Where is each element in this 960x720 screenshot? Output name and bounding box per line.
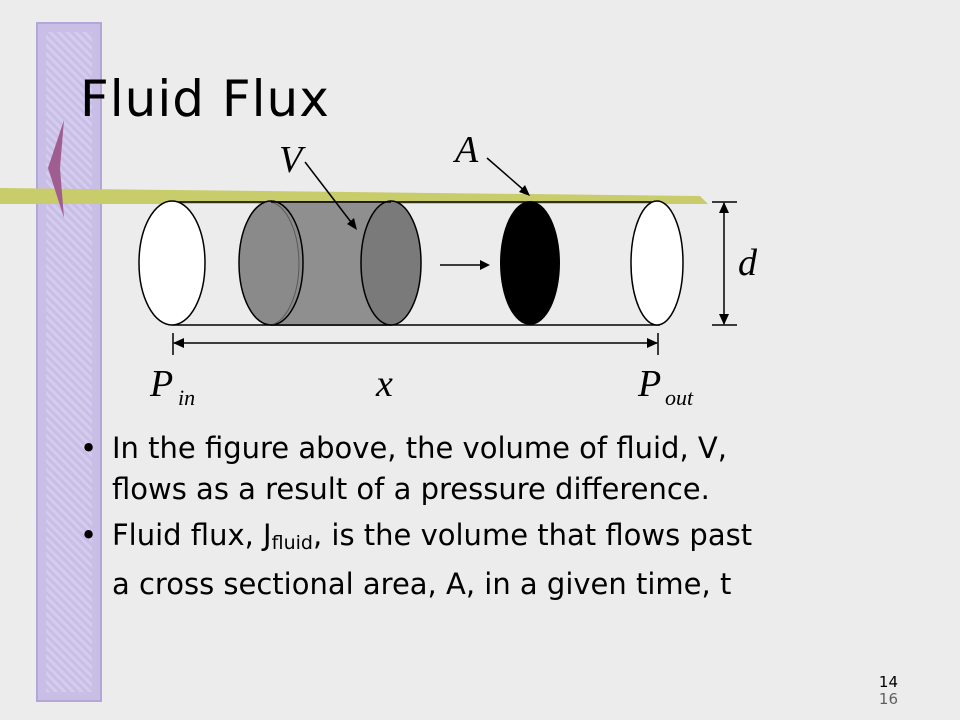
bullet-2-line-1: Fluid flux, Jfluid, is the volume that f…: [112, 515, 920, 564]
bullet-2-subscript: fluid: [271, 532, 313, 554]
bullet-1-line-1: In the figure above, the volume of fluid…: [112, 431, 727, 465]
bullet-item-1: • In the figure above, the volume of flu…: [80, 428, 920, 510]
bullet-marker: •: [80, 518, 98, 552]
left-bar-texture: [46, 32, 92, 692]
bullet-2-post: , is the volume that flows past: [312, 518, 753, 552]
pipe-outlet-ellipse: [630, 200, 684, 326]
page-number: 14: [878, 673, 898, 691]
label-p-out: P: [637, 363, 661, 405]
volume-back-inner: [270, 201, 300, 326]
label-sub-out: out: [665, 385, 694, 410]
dimension-x-arrow-right: [647, 338, 658, 348]
bullet-1-line-2: flows as a result of a pressure differen…: [112, 472, 710, 506]
bullet-marker: •: [80, 431, 98, 465]
bullet-2-line-2: a cross sectional area, A, in a given ti…: [112, 567, 732, 601]
label-d: d: [738, 242, 758, 284]
left-decorative-bar: [36, 22, 102, 702]
label-x: x: [375, 363, 393, 405]
pointer-a-head: [519, 185, 530, 196]
flow-arrow-head: [480, 260, 490, 270]
label-v: V: [279, 139, 306, 181]
chevron-icon: [48, 120, 64, 218]
slide-title: Fluid Flux: [80, 70, 330, 128]
pipe-inlet-ellipse: [138, 200, 206, 326]
bullet-item-2: • Fluid flux, Jfluid, is the volume that…: [80, 515, 920, 605]
dimension-x-arrow-left: [173, 338, 184, 348]
page-number-secondary: 16: [878, 690, 898, 708]
volume-front-face: [360, 200, 422, 326]
label-a: A: [452, 129, 479, 171]
bullet-2-pre: Fluid flux, J: [112, 518, 272, 552]
pointer-v: [304, 161, 355, 227]
pointer-a: [486, 157, 527, 193]
pointer-v-head: [347, 218, 357, 230]
volume-back-face: [238, 200, 304, 326]
bullet-list: • In the figure above, the volume of flu…: [80, 428, 920, 610]
label-sub-in: in: [178, 385, 195, 410]
dimension-d-arrow-down: [719, 314, 729, 325]
accent-bar: [0, 188, 708, 204]
dimension-d-arrow-up: [719, 202, 729, 213]
label-p-in: P: [149, 363, 173, 405]
cross-section-area: [500, 201, 560, 325]
